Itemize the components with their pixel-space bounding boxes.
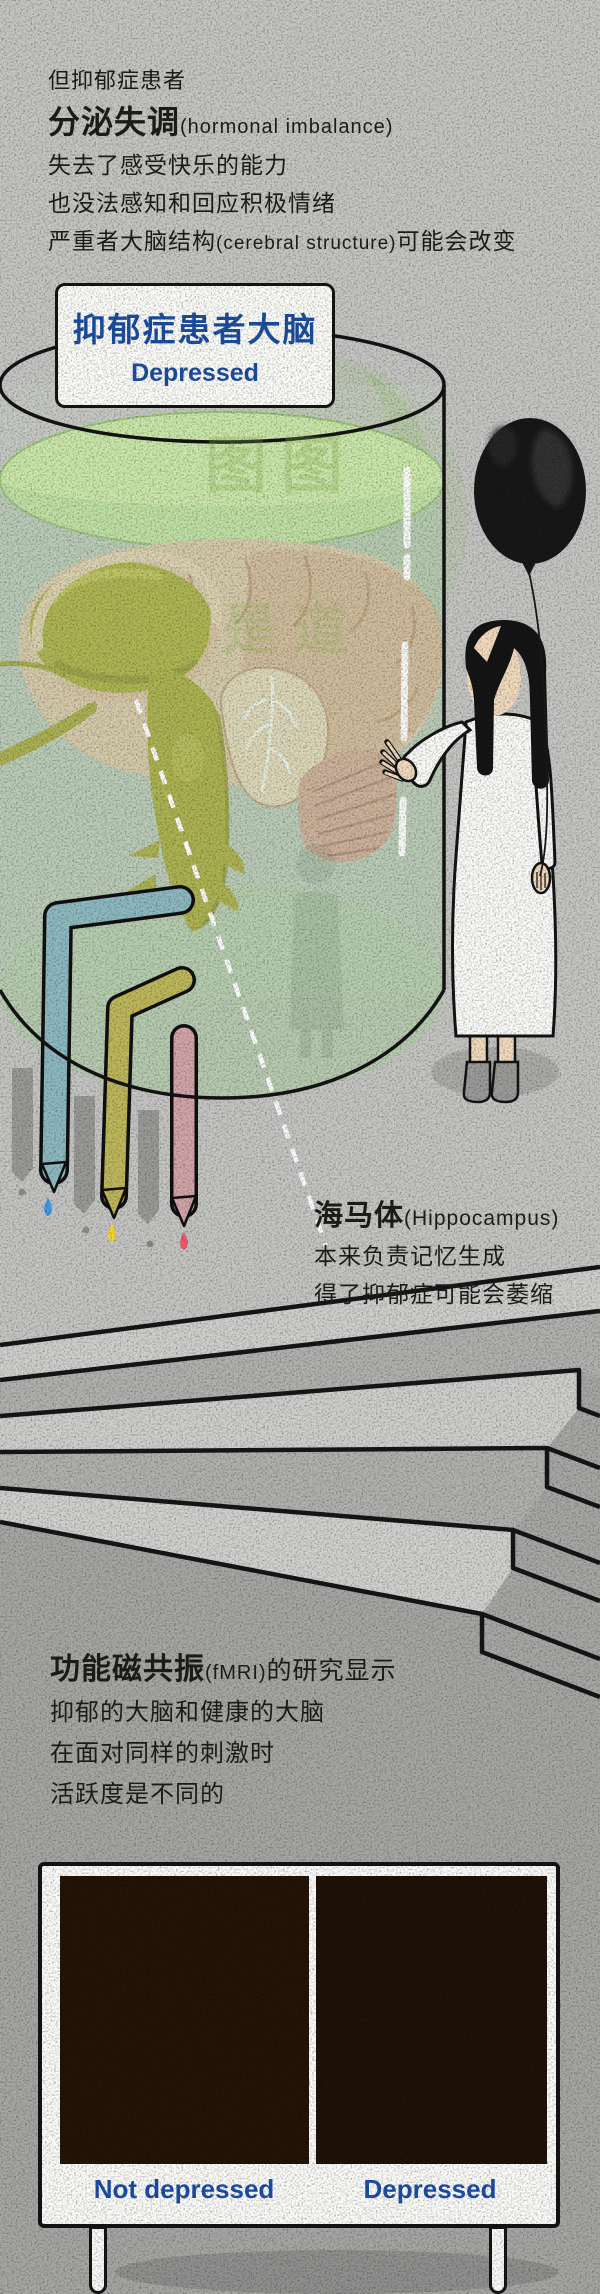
scan-panel-healthy [60, 1876, 309, 2164]
watermark-text-1: 图图 [205, 432, 358, 501]
fmri-title: 功能磁共振(fMRI)的研究显示 [50, 1653, 397, 1686]
jar-label-subtitle: Depressed [131, 359, 259, 387]
fmri-note: 功能磁共振(fMRI)的研究显示 抑郁的大脑和健康的大脑 在面对同样的刺激时 活… [50, 1655, 397, 1824]
hippocampus-title: 海马体(Hippocampus) [314, 1200, 560, 1232]
scan-board: Not depressed Depressed [38, 1862, 560, 2228]
board-leg-right [489, 2226, 507, 2294]
jar-label-title: 抑郁症患者大脑 [72, 311, 318, 348]
fmri-line-4: 活跃度是不同的 [50, 1781, 225, 1808]
scan-label-healthy: Not depressed [93, 2174, 275, 2204]
intro-line-4: 也没法感知和回应积极情绪 [48, 190, 336, 216]
scan-panel-depressed [316, 1876, 547, 2164]
intro-line-5: 严重者大脑结构(cerebral structure)可能会改变 [48, 228, 517, 254]
hippocampus-line-2: 本来负责记忆生成 [314, 1243, 506, 1269]
intro-line-1: 但抑郁症患者 [48, 68, 187, 93]
hippocampus-line-3: 得了抑郁症可能会萎缩 [314, 1281, 554, 1307]
scan-label-depressed: Depressed [363, 2174, 497, 2204]
intro-line-2: 分泌失调(hormonal imbalance) [48, 104, 394, 140]
intro-text-block: 但抑郁症患者 分泌失调(hormonal imbalance) 失去了感受快乐的… [48, 70, 517, 268]
fmri-line-3: 在面对同样的刺激时 [50, 1740, 275, 1767]
intro-line-3: 失去了感受快乐的能力 [48, 152, 288, 178]
hippocampus-note: 海马体(Hippocampus) 本来负责记忆生成 得了抑郁症可能会萎缩 [314, 1202, 559, 1321]
watermark-text-2: 是道 [222, 598, 362, 661]
board-leg-left [89, 2226, 107, 2294]
jar-label-card: 抑郁症患者大脑 Depressed [55, 283, 335, 408]
fmri-line-2: 抑郁的大脑和健康的大脑 [50, 1699, 325, 1726]
